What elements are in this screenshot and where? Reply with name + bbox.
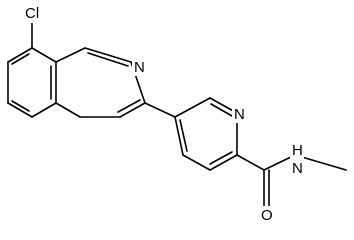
- atom-labels: Cl N N H N O: [23, 5, 304, 224]
- chlorine-label: Cl: [25, 5, 39, 22]
- pyridine-nitrogen-label: N: [234, 106, 245, 123]
- amide-hydrogen-label: H: [292, 142, 303, 159]
- bonds: [7, 17, 347, 209]
- amide-nitrogen-label: N: [292, 160, 303, 177]
- carbonyl-oxygen-label: O: [261, 207, 273, 224]
- isoquinoline-nitrogen-label: N: [134, 59, 145, 76]
